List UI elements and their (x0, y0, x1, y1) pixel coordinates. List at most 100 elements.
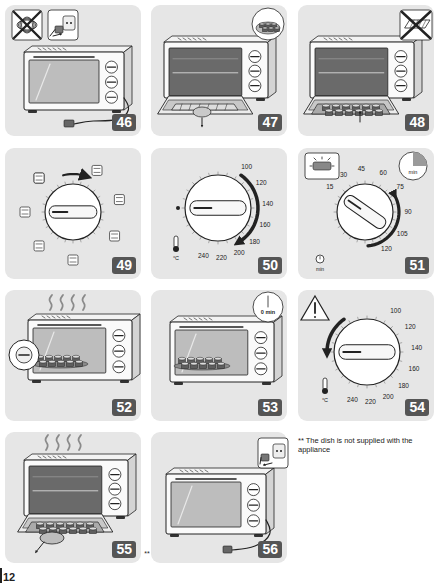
oven-cooking (199, 318, 202, 320)
oven-cooking (62, 316, 65, 318)
plug-in-icon (48, 10, 78, 40)
oven (200, 470, 203, 472)
thermostat-dial (185, 175, 251, 241)
open-oven (158, 36, 276, 114)
timer-dial (390, 227, 392, 228)
ramekins (64, 355, 71, 358)
timer-symbol (316, 255, 324, 263)
open-oven (314, 98, 323, 101)
unplug-icon (273, 444, 285, 458)
mode-selector (98, 227, 100, 228)
clock-icon (253, 292, 283, 322)
dish-on-door (365, 109, 372, 112)
oven (106, 91, 118, 103)
ramekins (40, 360, 47, 363)
oven-cooking (255, 363, 267, 375)
prohibited-rack (414, 20, 418, 28)
step-panel: 52 (5, 290, 141, 421)
mode-selector (98, 197, 100, 198)
hand-rack (193, 107, 211, 117)
oven (43, 48, 46, 50)
clock-icon (253, 292, 283, 322)
open-oven (164, 36, 276, 42)
removing-dish (76, 522, 83, 525)
timer-dial (343, 190, 344, 191)
knob (342, 193, 388, 230)
mode-selector (94, 190, 95, 191)
thermostat-dial (342, 327, 343, 328)
zoom-knob (9, 340, 39, 370)
oven-cooking (28, 314, 140, 383)
removing-dish (66, 524, 73, 529)
open-oven (178, 38, 181, 40)
ramekins (37, 355, 44, 358)
step-panel: 49 (5, 148, 141, 279)
mode-icons (116, 201, 122, 202)
dish-on-door (362, 106, 369, 111)
knob (49, 206, 97, 218)
oven-cooking (113, 330, 125, 342)
mode-selector (101, 219, 103, 221)
oven (24, 46, 132, 52)
clock-icon (268, 296, 269, 307)
lamp-on-icon (332, 166, 334, 167)
plug-in-icon (66, 22, 68, 24)
step-number: 51 (405, 257, 429, 274)
open-oven (395, 51, 407, 63)
thermostat-dial (400, 360, 402, 362)
open-oven (193, 38, 196, 40)
removing-dish (86, 524, 93, 529)
removing-dish (86, 522, 93, 525)
hand-rack (172, 104, 238, 110)
knob (190, 201, 246, 216)
removing-dish (69, 529, 76, 534)
step-number: 49 (112, 257, 136, 274)
thermostat-dial (357, 385, 359, 387)
thermostat-dial (391, 376, 392, 377)
temperature-mark: 140 (411, 344, 422, 351)
thermostat-dial (400, 342, 402, 344)
open-oven (111, 489, 119, 490)
timer-dial (338, 227, 340, 228)
knob (348, 200, 360, 208)
steam (45, 435, 48, 450)
mode-icons (112, 234, 118, 235)
mode-icons (36, 180, 42, 181)
step-number: 55 (112, 541, 136, 558)
temperature-mark: 220 (216, 254, 227, 261)
zoom-knob (9, 340, 39, 370)
oven-cooking (170, 316, 282, 385)
oven-cooking (182, 334, 196, 372)
thermostat-dial (391, 327, 392, 328)
step-panel: 48 (298, 5, 434, 136)
lamp-on-icon (305, 153, 339, 179)
ramekins (209, 362, 216, 365)
oven (38, 48, 41, 50)
oven-cooking (52, 316, 55, 318)
oven (249, 520, 257, 521)
prohibited-coiled-cord (17, 20, 37, 30)
timer-dial (380, 185, 381, 187)
thermostat-dial (187, 190, 189, 191)
oven-cooking (28, 314, 140, 320)
timer-dial (337, 184, 393, 240)
steam (67, 435, 70, 450)
oven (248, 484, 260, 496)
mode-selector (73, 181, 74, 183)
removing-dish (56, 524, 63, 529)
dish-icon (262, 27, 267, 29)
dish-icon (262, 28, 267, 32)
ramekins (191, 362, 198, 365)
thermostat-dial (357, 317, 359, 319)
dish-on-door (355, 111, 362, 116)
oven-cooking (274, 316, 282, 382)
thermostat-dial (247, 190, 249, 191)
dish-on-door (345, 109, 352, 112)
thermostat-dial (336, 334, 338, 335)
plug-in-icon (48, 10, 78, 40)
oven-cooking (180, 326, 243, 328)
power-cord (74, 98, 129, 124)
ramekins (73, 355, 80, 358)
mode-icons (34, 241, 44, 251)
time-mark: 60 (380, 169, 387, 176)
